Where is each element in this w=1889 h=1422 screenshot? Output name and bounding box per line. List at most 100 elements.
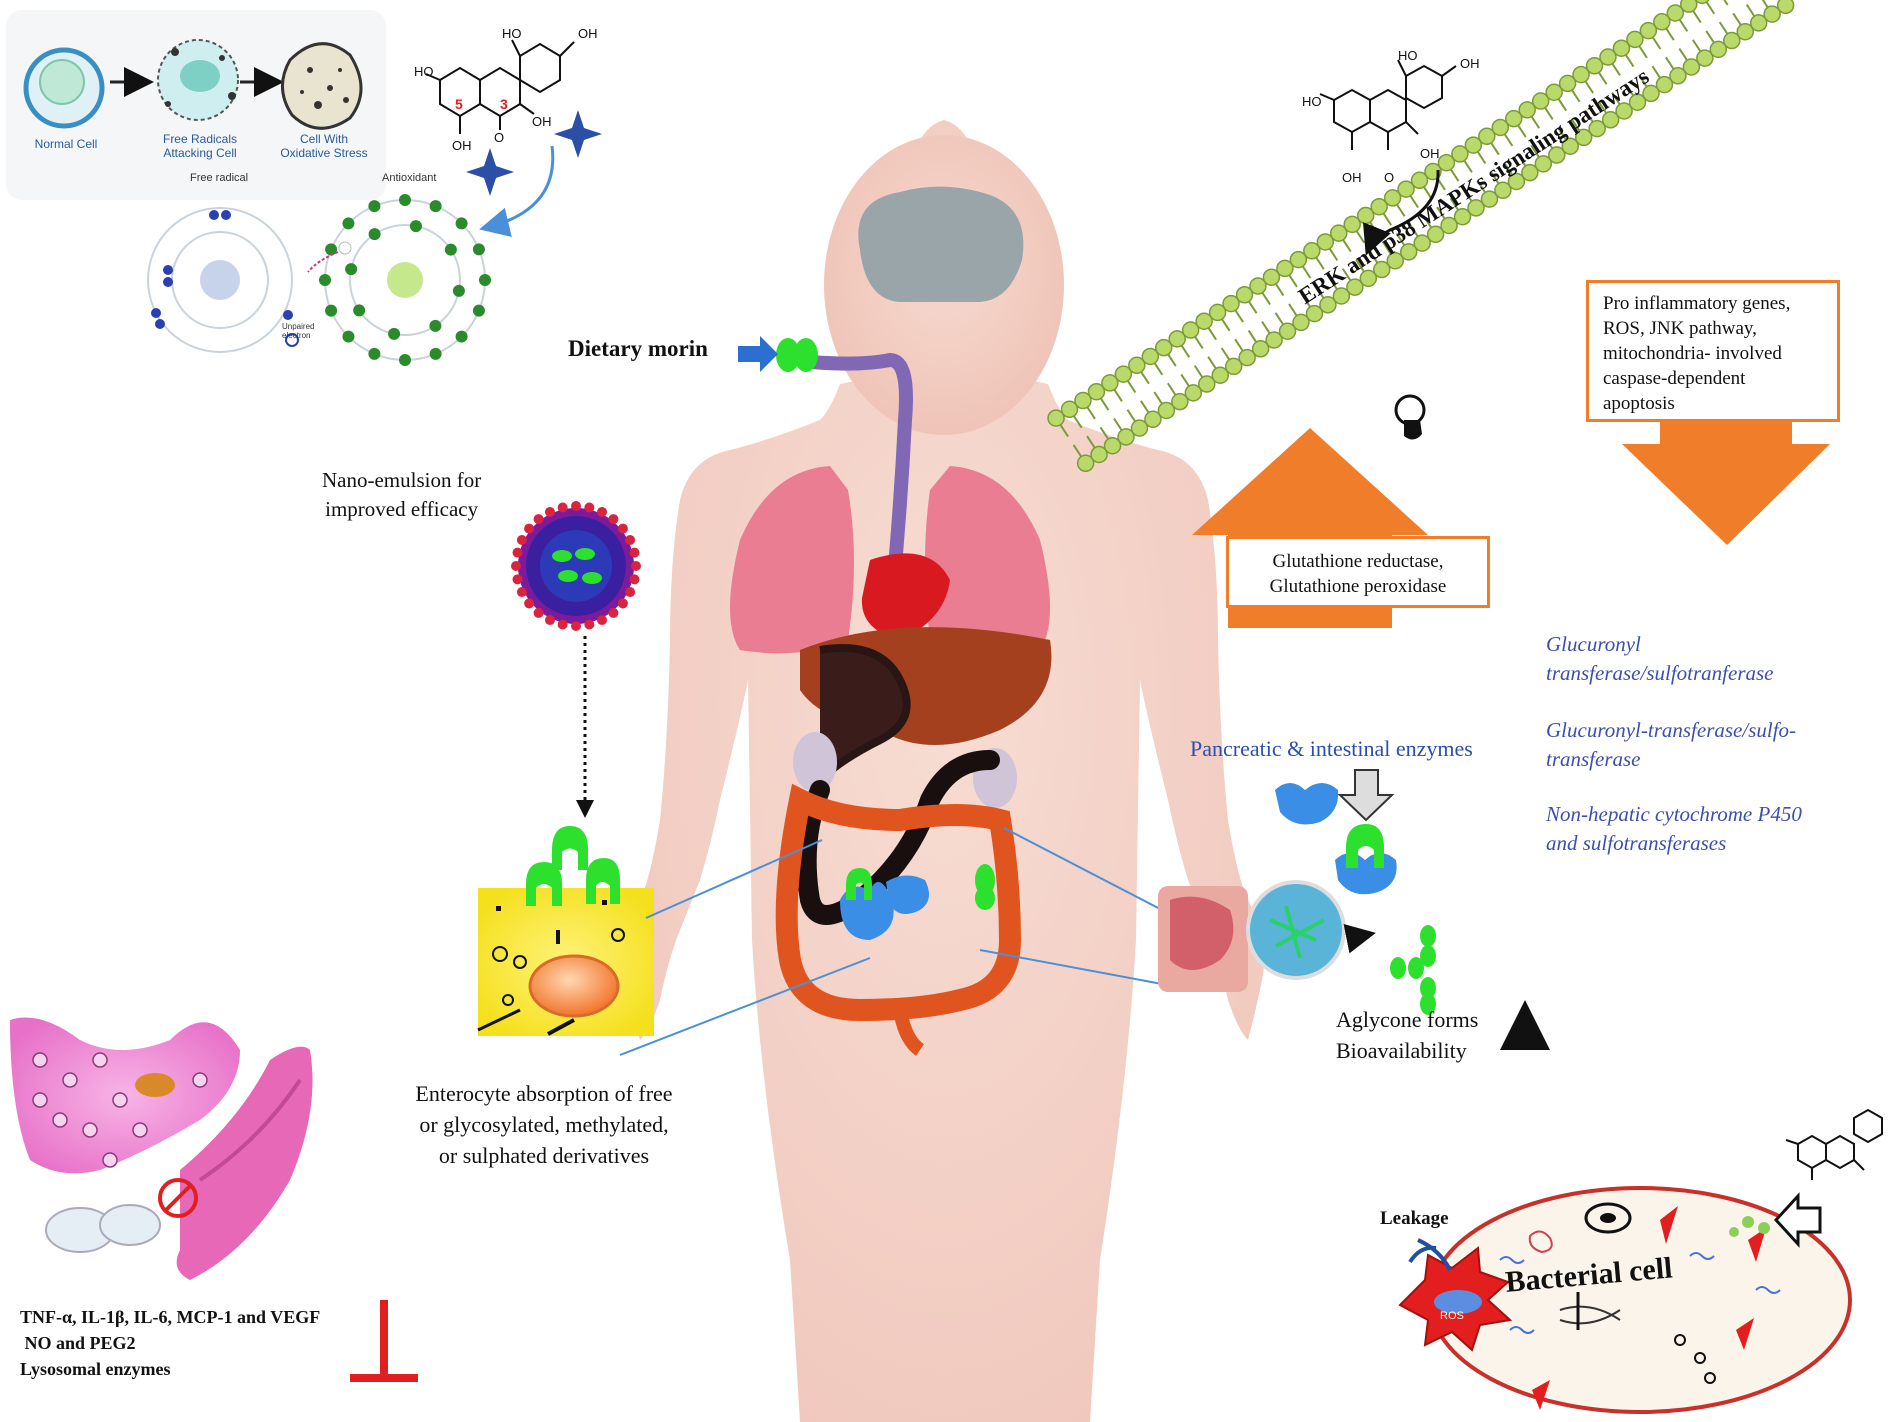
- down-hollow-arrow: [1337, 769, 1395, 822]
- lipid-head: [1101, 374, 1119, 392]
- large-intestine: [775, 783, 1022, 1022]
- lipid-head: [1249, 277, 1267, 295]
- position-3-label: 3: [500, 96, 508, 112]
- lipid-head: [584, 502, 595, 513]
- lipid-head: [1343, 215, 1361, 234]
- morin-enzyme-on-enterocyte: [526, 826, 620, 906]
- sparkle-icon: [466, 148, 514, 196]
- enterocyte-cell: [477, 888, 654, 1036]
- oxidative-stress-label: Cell With Oxidative Stress: [280, 132, 368, 160]
- lipid-head: [1626, 30, 1644, 49]
- lipid-head: [571, 621, 581, 631]
- lipid-head: [516, 534, 527, 545]
- electron: [345, 263, 358, 276]
- antioxidant-label: Antioxidant: [382, 172, 437, 184]
- electron: [325, 243, 338, 256]
- lipid-head: [516, 587, 527, 598]
- lipid-head: [1386, 251, 1404, 270]
- kidney-left: [793, 732, 837, 792]
- oh-label: OH: [452, 138, 472, 153]
- lipid-head: [1749, 14, 1768, 32]
- dietary-morin-label: Dietary morin: [568, 336, 708, 361]
- lipid-head: [1545, 83, 1563, 101]
- lipid-head: [1370, 197, 1388, 216]
- aglycone-bioavailability-label: Aglycone forms Bioavailability: [1336, 1007, 1479, 1063]
- lipid-head: [625, 587, 636, 598]
- lipid-head: [1332, 287, 1351, 305]
- unpaired-electron-label: Unpaired electron: [282, 322, 315, 340]
- lipid-head: [1359, 269, 1378, 288]
- lipid-head: [1585, 57, 1604, 75]
- ho-label: HO: [1398, 48, 1418, 63]
- lipid-head: [557, 619, 568, 630]
- lipid-head: [544, 615, 555, 626]
- pancreatic-enzyme-complex: [1275, 783, 1397, 895]
- lipid-head: [511, 561, 521, 571]
- orange-down-arrow: [1622, 420, 1830, 545]
- lipid-head: [1305, 304, 1324, 323]
- electron: [444, 243, 457, 256]
- nano-emulsion-label: Nano-emulsion for improved efficacy: [322, 468, 482, 521]
- lipid-head: [1437, 153, 1456, 172]
- lipid-head: [1494, 181, 1512, 200]
- electron: [452, 284, 465, 297]
- inflammation-tissue: [10, 1017, 313, 1280]
- lipid-head: [1262, 268, 1281, 286]
- hollow-arrow-left: [1773, 1192, 1822, 1248]
- lipid-head: [1292, 313, 1310, 332]
- lipid-head: [571, 501, 581, 511]
- pancreatic-enzymes-label: Pancreatic & intestinal enzymes: [1190, 736, 1473, 761]
- lipid-head: [1117, 428, 1135, 446]
- lipid-head: [1238, 348, 1256, 367]
- enzyme-label-2: Glucuronyl-transferase/sulfo- transferas…: [1546, 718, 1797, 771]
- o-label: O: [494, 130, 505, 145]
- lipid-head: [1076, 454, 1095, 473]
- aglycone-molecules: [1390, 925, 1436, 1015]
- lung-right: [925, 466, 1050, 654]
- lipid-head: [1346, 278, 1364, 296]
- lipid-head: [1383, 189, 1402, 207]
- lipid-head: [1316, 233, 1335, 251]
- lipid-head: [1572, 65, 1590, 84]
- lipid-head: [1480, 190, 1499, 208]
- sparkle-icon: [554, 110, 602, 158]
- lipid-head: [631, 561, 641, 571]
- dietary-arrow: [738, 336, 778, 372]
- lipid-head: [524, 598, 535, 609]
- vesicle: [92, 1052, 108, 1068]
- lipid-head: [1198, 375, 1216, 393]
- lipid-head: [1278, 322, 1297, 340]
- vesicle: [52, 1112, 68, 1128]
- lipid-head: [1171, 392, 1189, 411]
- lipid-head: [608, 514, 619, 525]
- antioxidant-atom: [307, 194, 491, 366]
- lipid-head: [1736, 22, 1754, 41]
- hand-pointer-icon: [1394, 394, 1426, 440]
- lipid-head: [1696, 49, 1714, 67]
- electron: [368, 347, 381, 360]
- esophagus: [805, 352, 913, 627]
- lipid-head: [1534, 155, 1553, 173]
- vesicle: [132, 1122, 148, 1138]
- electron: [409, 220, 422, 233]
- lipid-head: [1628, 93, 1647, 111]
- glutathione-box: Glutathione reductase, Glutathione perox…: [1226, 536, 1490, 608]
- lipid-head: [1154, 338, 1173, 357]
- lipid-head: [608, 607, 619, 618]
- lipid-head: [1184, 384, 1203, 402]
- lipid-head: [533, 514, 544, 525]
- oh-label: HO: [502, 26, 522, 41]
- enterocyte-absorption-text: Enterocyte absorption of free or glycosy…: [415, 1081, 673, 1168]
- electron: [399, 354, 411, 366]
- lipid-head: [1329, 224, 1348, 242]
- lipid-head: [1141, 347, 1160, 366]
- electron: [472, 304, 485, 317]
- lipid-head: [1694, 0, 1710, 5]
- lipid-head: [1397, 180, 1415, 198]
- lipid-head: [1319, 296, 1337, 314]
- attacked-cell-icon: [157, 39, 239, 121]
- vesicle: [32, 1052, 48, 1068]
- electron: [429, 319, 442, 332]
- electron: [399, 194, 411, 206]
- lung-left: [730, 466, 854, 654]
